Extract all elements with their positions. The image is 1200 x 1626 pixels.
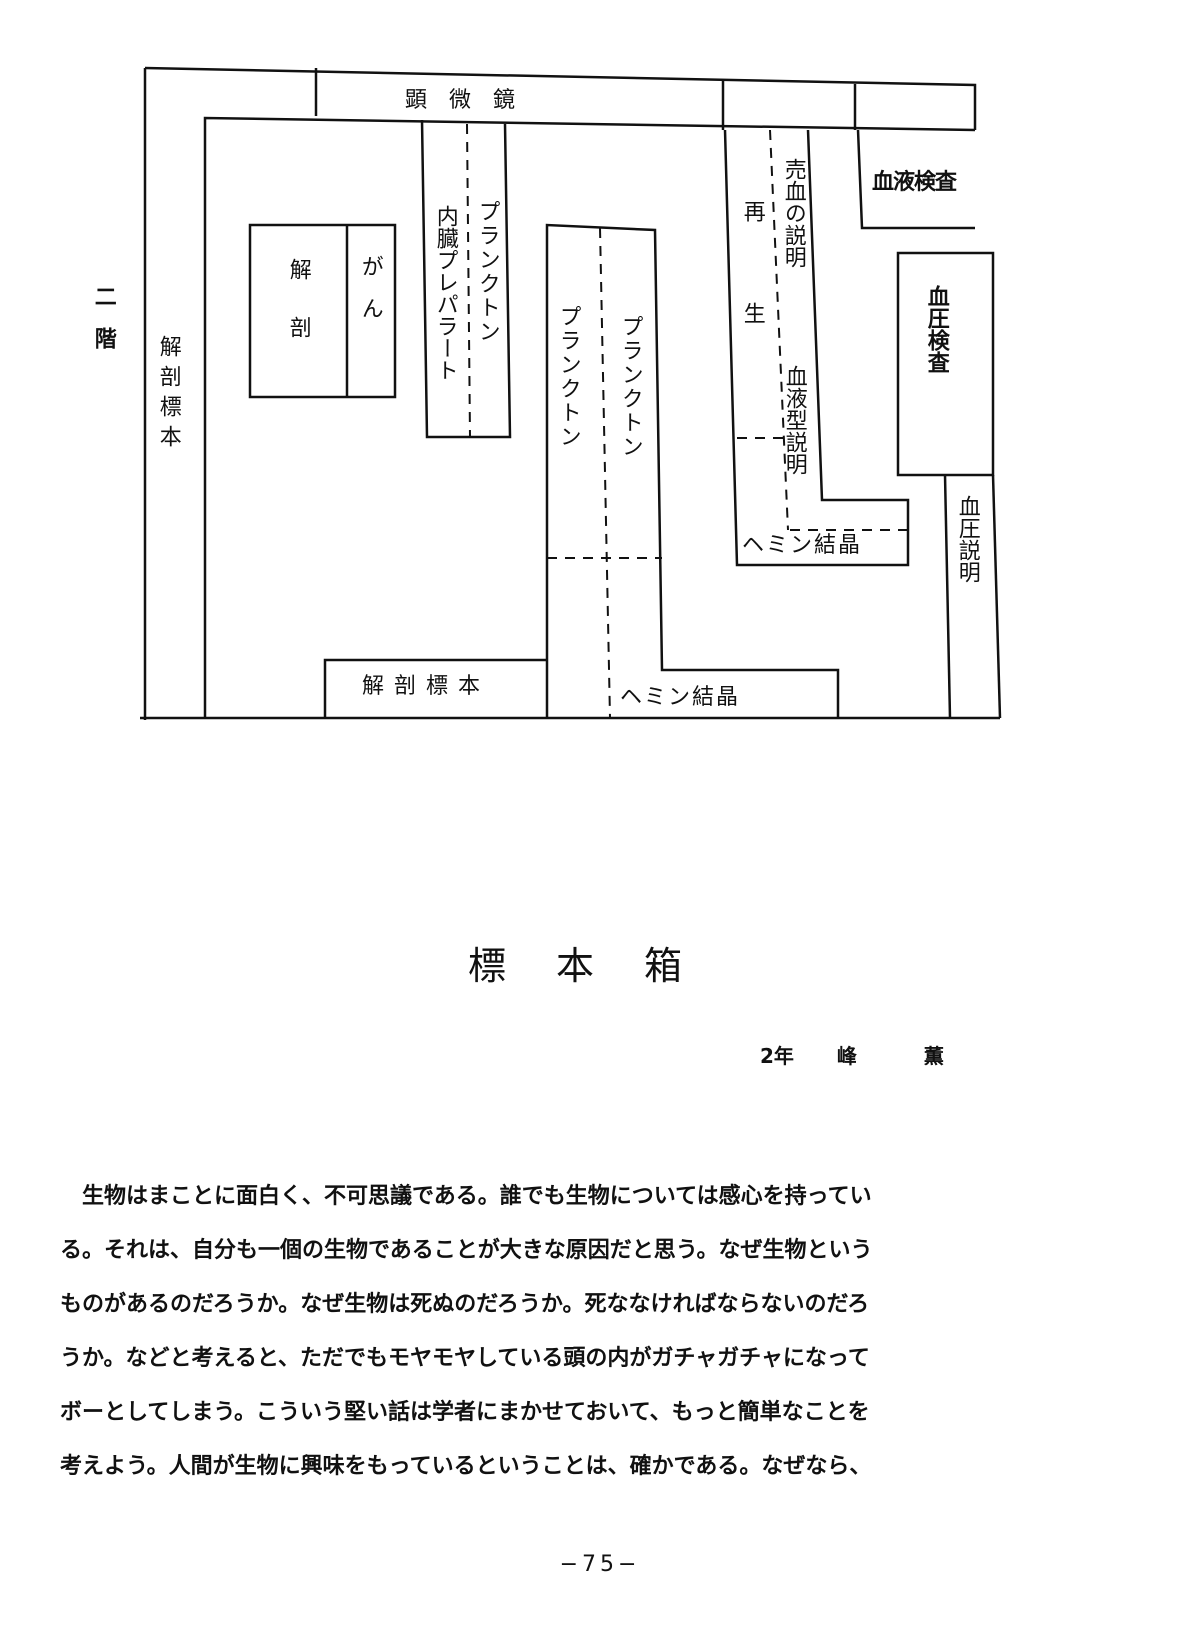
- article-title: 標本箱: [467, 944, 732, 988]
- author-line: 2年 峰 薫: [760, 1040, 980, 1069]
- label-microscope: 顕微鏡: [405, 88, 538, 113]
- body-line: 生物はまことに面白く、不可思議である。誰でも生物については感心を持ってい: [60, 1184, 872, 1209]
- label-regeneration: 再生: [739, 200, 765, 404]
- author-grade: 2年: [760, 1044, 794, 1068]
- label-plankton-2: プランクトン: [555, 305, 581, 449]
- label-blood-test: 血液検査: [872, 170, 957, 195]
- label-anatomy-specimens-left: 解剖標本: [155, 335, 181, 455]
- body-line: ものがあるのだろうか。なぜ生物は死ぬのだろうか。死ななければならないのだろ: [60, 1292, 870, 1317]
- author-name: 薫: [923, 1044, 944, 1068]
- outer-top-wall: [144, 66, 977, 130]
- body-line: うか。などと考えると、ただでもモヤモヤしている頭の内がガチャガチャになって: [60, 1346, 870, 1371]
- body-line: ボーとしてしまう。こういう堅い話は学者にまかせておいて、もっと簡単なことを: [60, 1400, 870, 1425]
- label-plankton-3: プランクトン: [617, 315, 643, 459]
- label-plankton-1: プランクトン: [474, 200, 500, 344]
- label-organ-slides: 内臓プレパラート: [432, 205, 458, 381]
- body-line: る。それは、自分も一個の生物であることが大きな原因だと思う。なぜ生物という: [60, 1238, 873, 1263]
- label-cancer: がん: [357, 255, 383, 339]
- page-number: −75−: [559, 1552, 641, 1577]
- author-given: 峰: [836, 1044, 857, 1068]
- label-anatomy-specimens-bottom: 解剖標本: [362, 674, 491, 699]
- label-floor: 二階: [90, 285, 116, 369]
- article-body: 生物はまことに面白く、不可思議である。誰でも生物については感心を持ってい る。そ…: [60, 1170, 1020, 1494]
- floor-plan-lines: [140, 66, 1002, 720]
- label-blood-sale: 売血の説明: [780, 158, 806, 268]
- label-blood-pressure-explain: 血圧説明: [954, 495, 980, 583]
- label-anatomy: 解剖: [285, 258, 311, 374]
- label-hemin-crystal-right: ヘミン結晶: [742, 533, 863, 558]
- label-blood-type: 血液型説明: [781, 365, 807, 475]
- label-blood-pressure-test: 血圧検査: [923, 285, 949, 373]
- body-line: 考えよう。人間が生物に興味をもっているということは、確かである。なぜなら、: [60, 1454, 872, 1479]
- floor-plan-diagram: 顕微鏡 二階 解剖標本 解剖 がん 内臓プレパラート プランクトン プランクトン…: [0, 0, 1200, 760]
- label-hemin-crystal-bottom: ヘミン結晶: [620, 685, 741, 710]
